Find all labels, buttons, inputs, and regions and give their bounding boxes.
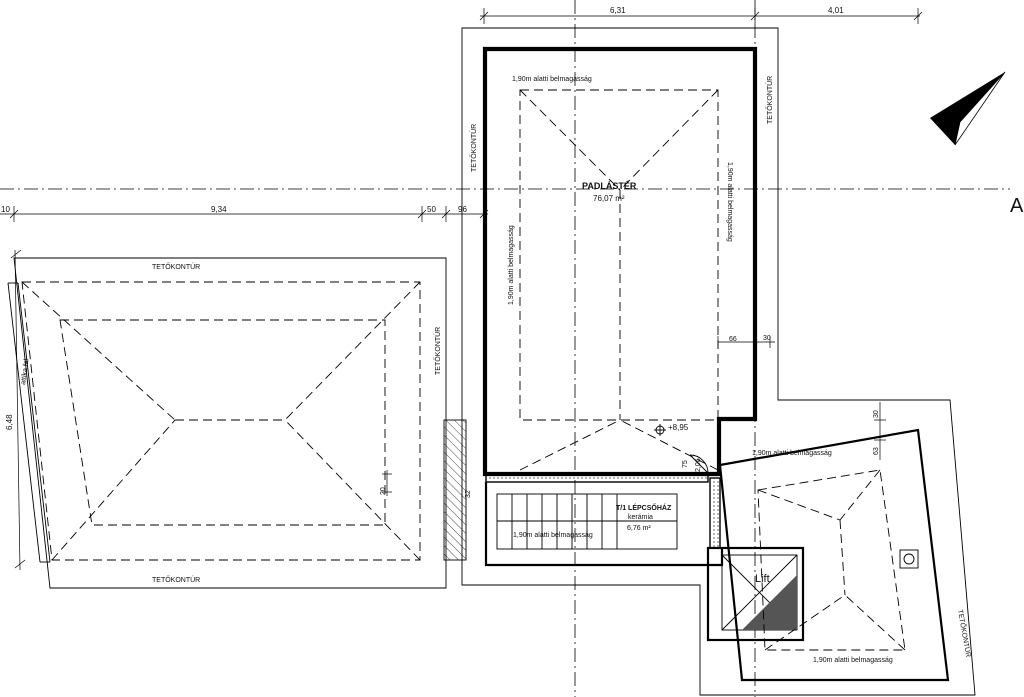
roof-contour-right: TETŐKONTÚR [956,609,973,658]
dim-left-4: 96 [458,205,467,214]
roof-contour-left-side: TETŐKONTÚR [433,327,442,375]
left-dimension-chain [0,206,489,222]
lift-label: Lift [755,573,770,585]
level-mark: +8,95 [668,423,689,432]
roof-contour-center-left: TETŐKONTÚR [469,124,478,172]
dim-left-2: 9,34 [211,205,227,214]
dim-right-30: 30 [763,335,771,342]
dim-stair-206: 2,06 [695,458,702,472]
dim-right-66: 66 [729,336,737,343]
dim-vertical-left: 6,48 [5,414,14,430]
dim-right-30b: 30 [873,410,880,418]
stair-room-finish: kerámia [628,514,653,521]
north-arrow-icon [930,71,1006,146]
central-attic [461,27,976,696]
axis-label-a: A [1010,195,1024,217]
low-height-attic-right: 1,90m alatti belmagasság [726,162,733,242]
roof-contour-center-right: TETŐKONTÚR [765,76,774,124]
low-height-right-top: 1,90m alatti belmagasság [752,450,832,457]
attic-wall-label: attika fal [20,358,31,385]
dim-left-1: 10 [1,205,10,214]
left-roof [13,257,447,589]
low-height-stair: 1,90m alatti belmagasság [513,532,593,539]
dim-room-20: 20 [380,487,387,495]
hatched-wall [443,419,467,561]
left-vertical-dimension [10,249,26,571]
right-roof [718,402,950,682]
dim-left-3: 50 [427,205,436,214]
dim-top-1: 6,31 [610,6,626,15]
dim-room-32: 32 [465,490,472,498]
dim-right-63: 63 [873,447,880,455]
low-height-attic-top: 1,90m alatti belmagasság [512,76,592,83]
lift-shaft [706,546,805,642]
dim-stair-75: 75 [682,460,689,468]
roof-contour-top-left: TETŐKONTÚR [152,262,200,271]
attic-room-name: PADLÁSTÉR [582,181,637,191]
low-height-right-bottom: 1,90m alatti belmagasság [813,657,893,664]
low-height-attic-left: 1,90m alatti belmagasság [508,225,515,305]
dim-top-2: 4,01 [828,6,844,15]
roof-contour-bottom-left: TETŐKONTÚR [152,575,200,584]
attic-room-area: 76,07 m² [593,194,625,203]
stair-room-name: T/1 LÉPCSŐHÁZ [616,503,672,512]
attic-parapet [7,282,51,563]
stair-core [484,424,724,567]
top-dimension-chain [479,8,923,24]
stair-room-area: 6,76 m² [627,525,651,532]
